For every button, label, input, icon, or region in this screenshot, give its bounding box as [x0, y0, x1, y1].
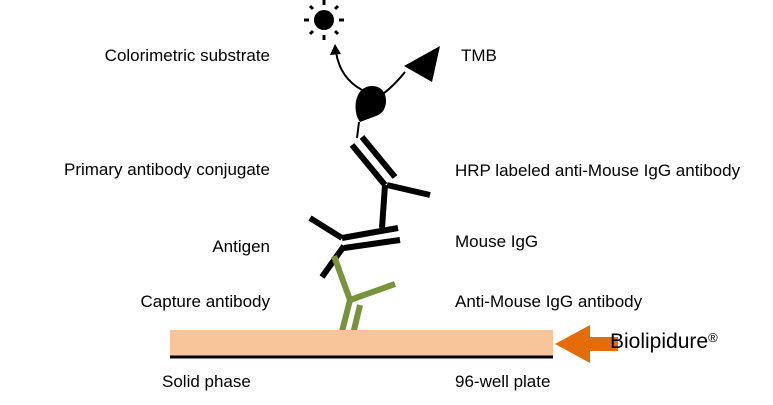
solid-phase-plate: [170, 330, 553, 356]
primary-antibody-conjugate-label: Primary antibody conjugate: [63, 160, 270, 179]
biolipidure-arrow: [555, 325, 618, 363]
capture-antibody-label: Capture antibody: [140, 292, 270, 311]
primary-antibody: [349, 135, 431, 229]
triangle-icon: [404, 46, 440, 82]
mouse-igg: [308, 215, 401, 279]
solid-phase-label: Solid phase: [162, 372, 251, 391]
plate-label: 96-well plate: [455, 372, 551, 391]
anti-mouse-igg-label: Anti-Mouse IgG antibody: [455, 292, 643, 311]
reaction-arrowhead: [330, 44, 341, 55]
hrp-labeled-label: HRP labeled anti-Mouse IgG antibody: [455, 161, 741, 180]
colorimetric-substrate-label: Colorimetric substrate: [104, 46, 270, 65]
reaction-arrow: [335, 51, 363, 91]
enzyme-drop-icon: [355, 86, 387, 122]
tmb-label: TMB: [461, 46, 497, 65]
biolipidure-text: Biolipidure: [610, 330, 709, 353]
mouse-igg-label: Mouse IgG: [455, 232, 539, 251]
sun-icon: [304, 0, 344, 40]
biolipidure-label: Biolipidure®: [610, 330, 718, 354]
enzyme-link: [356, 121, 360, 139]
antigen-label: Antigen: [212, 237, 270, 256]
registered-mark: ®: [708, 330, 718, 345]
